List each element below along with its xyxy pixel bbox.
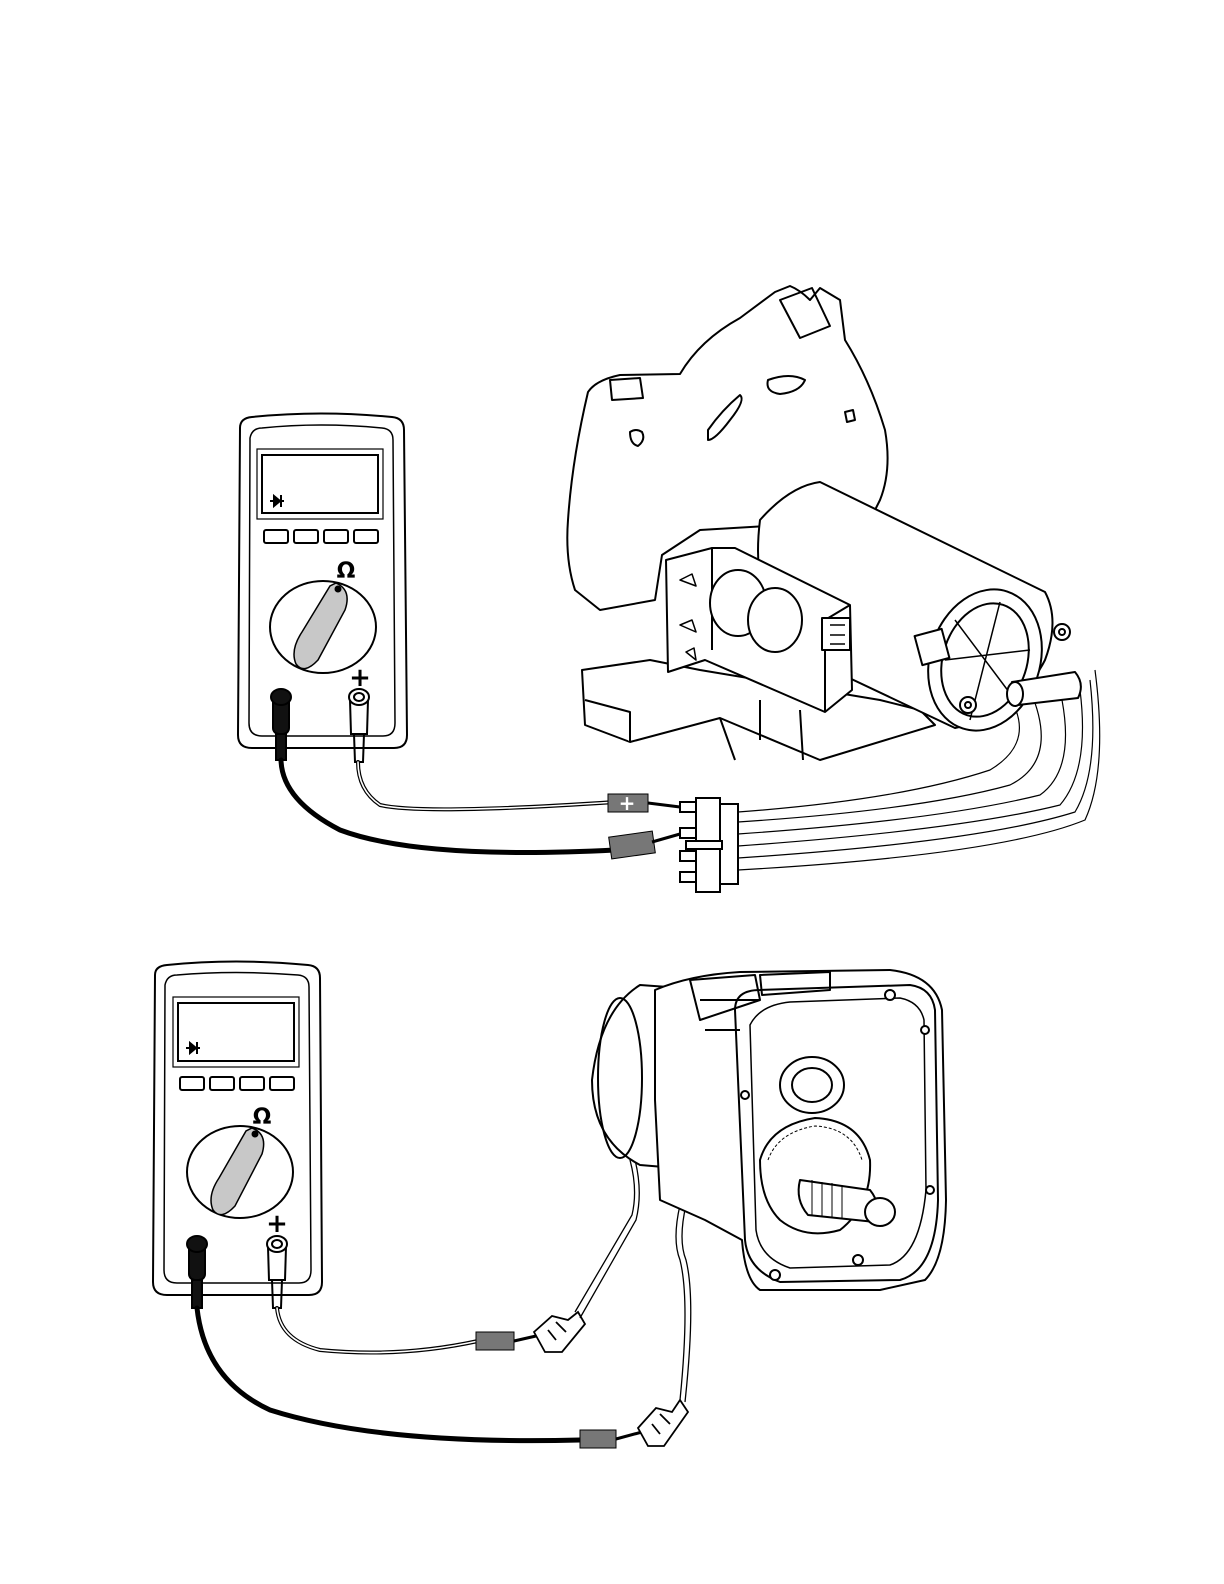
- diode-symbol-icon: [186, 1042, 200, 1054]
- meter-buttons: [180, 1077, 294, 1090]
- diode-symbol-icon: [270, 495, 284, 507]
- negative-lead-bottom: [197, 1308, 580, 1441]
- multimeter-top: Ω +: [238, 414, 407, 763]
- leads-top: [281, 760, 615, 853]
- connector-plus-tag: +: [619, 791, 636, 815]
- sensor-plug-1: [534, 1312, 585, 1352]
- harness-connector: [680, 798, 738, 892]
- positive-lead-top: [358, 762, 615, 809]
- dial-knob: [211, 1128, 264, 1215]
- positive-probe-plug: [349, 689, 369, 762]
- meter-display: [178, 1003, 294, 1061]
- negative-probe-plug: [271, 689, 291, 760]
- ohm-symbol: Ω: [337, 559, 356, 584]
- sensor-plug-2: [638, 1400, 688, 1446]
- dial-knob: [294, 583, 347, 669]
- probe-tips-top: +: [608, 791, 680, 859]
- ohm-symbol: Ω: [253, 1105, 272, 1130]
- meter-buttons: [264, 530, 378, 543]
- multimeter-bottom: Ω +: [153, 962, 322, 1309]
- negative-probe-plug: [187, 1236, 207, 1308]
- gearbox-housing: [592, 970, 946, 1290]
- meter-display: [262, 455, 378, 513]
- bearing: [780, 1057, 844, 1113]
- motor-assembly: [567, 286, 1081, 760]
- leads-bottom: [197, 1308, 580, 1441]
- sensor-plugs: [534, 1312, 688, 1446]
- positive-probe-plug: [267, 1236, 287, 1308]
- capacitor-2: [748, 588, 802, 652]
- plus-jack-label: +: [266, 1209, 288, 1239]
